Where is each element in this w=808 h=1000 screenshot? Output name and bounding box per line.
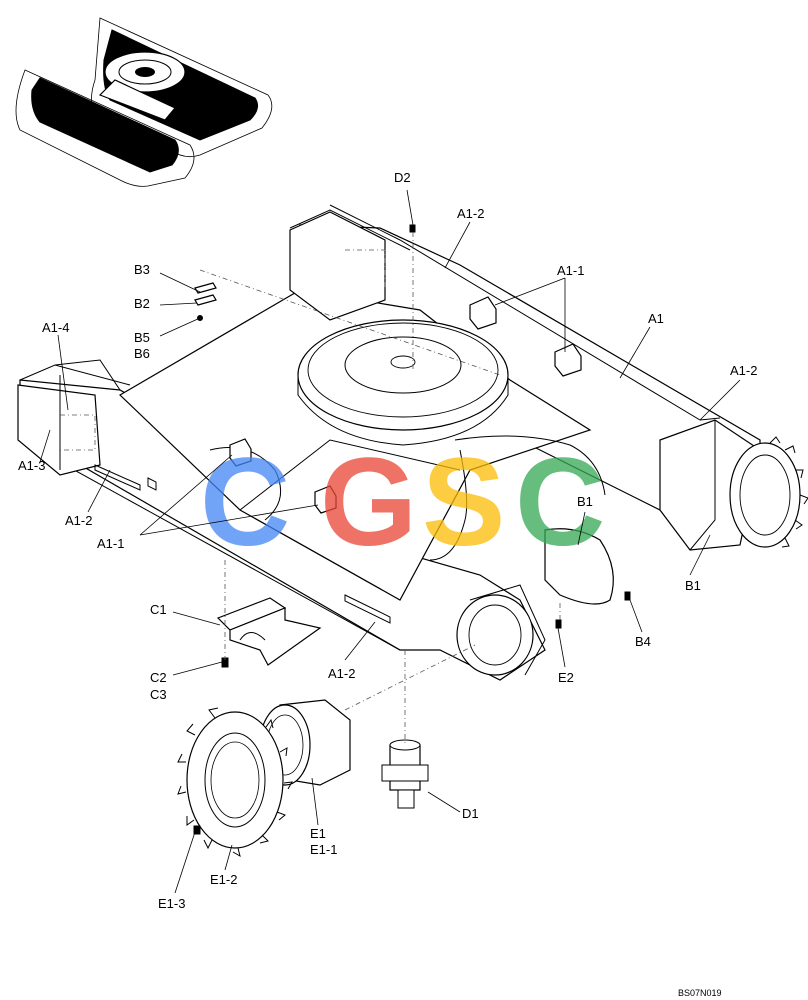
label-e1-1: E1-1 [310,842,337,857]
fasteners [193,224,631,835]
part-labels: D2 A1-2 A1-1 A1 A1-2 B3 B2 B5 B6 A1-4 A1… [18,170,757,998]
label-a1-4: A1-4 [42,320,69,335]
watermark-letter-3: S [422,433,505,572]
label-a1-3: A1-3 [18,458,45,473]
label-a1-2-right: A1-2 [730,363,757,378]
undercarriage-thumbnail [15,17,273,187]
watermark-letter-2: G [320,433,417,572]
cover-plate-b1 [544,528,614,605]
label-d2: D2 [394,170,411,185]
label-b2: B2 [134,296,150,311]
label-e1: E1 [310,826,326,841]
label-a1-2-left: A1-2 [65,513,92,528]
swivel-joint-d1 [381,739,429,809]
track-frame [17,204,808,681]
label-c3: C3 [150,687,167,702]
label-a1-1-top: A1-1 [557,263,584,278]
leader-lines [39,189,741,894]
label-a1: A1 [648,311,664,326]
watermark-letter-1: C [200,433,290,572]
label-b4: B4 [635,634,651,649]
watermark: C G S C [200,433,605,572]
label-c1: C1 [150,602,167,617]
label-d1: D1 [462,806,479,821]
label-e2: E2 [558,670,574,685]
label-e1-3: E1-3 [158,896,185,911]
label-b3: B3 [134,262,150,277]
label-b5: B5 [134,330,150,345]
label-b6: B6 [134,346,150,361]
label-e1-2: E1-2 [210,872,237,887]
assembly-lines [199,232,561,745]
label-c2: C2 [150,670,167,685]
sprocket-e1-2 [177,707,293,858]
label-a1-2-top: A1-2 [457,206,484,221]
bracket-c1 [216,597,322,666]
idler-sprocket-right [729,436,808,548]
travel-motor-hub [456,584,546,676]
swing-bearing-ring [297,319,509,446]
label-a1-2-bottom: A1-2 [328,666,355,681]
label-b1-right: B1 [685,578,701,593]
label-a1-1-left: A1-1 [97,536,124,551]
watermark-letter-4: C [515,433,605,572]
drawing-code: BS07N019 [678,988,722,998]
label-b1-mid: B1 [577,494,593,509]
